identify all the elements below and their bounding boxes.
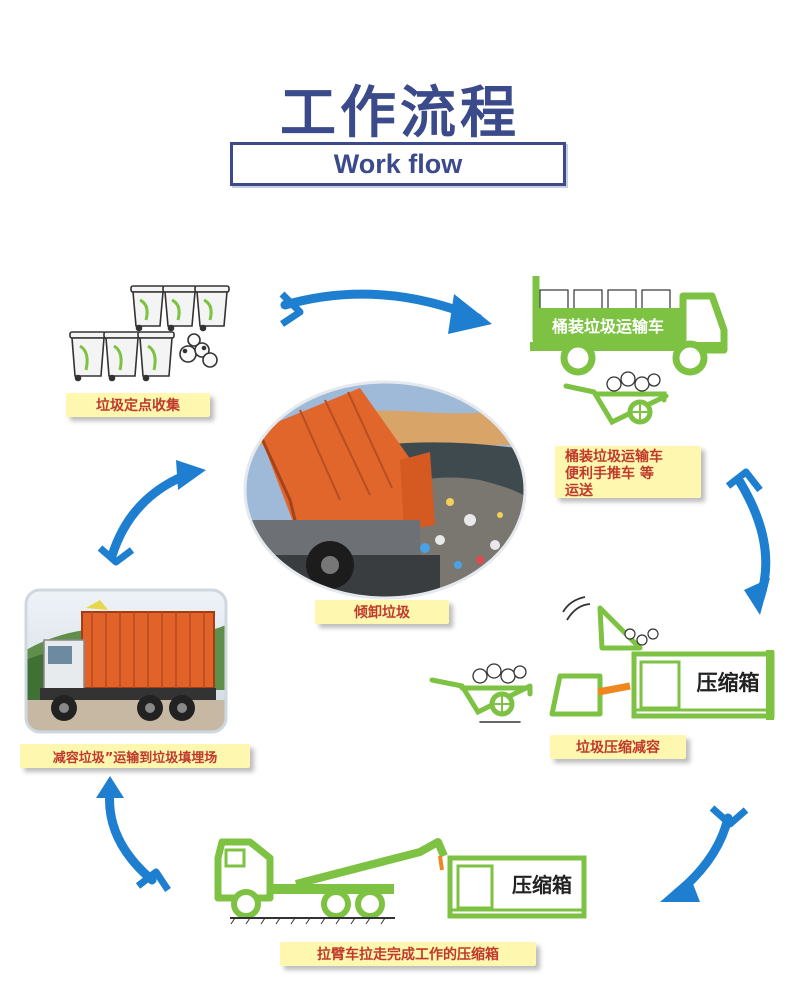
step-label-hook-truck: 拉臂车拉走完成工作的压缩箱 xyxy=(280,942,536,966)
compressor-box-sign: 压缩箱 xyxy=(697,671,760,695)
compressor-illustration: 压缩箱 xyxy=(549,596,775,720)
step-label-transport-line: 桶装垃圾运输车 xyxy=(565,449,663,465)
step-label-collect: 垃圾定点收集 xyxy=(66,393,210,417)
arrow-hook-to-landfill xyxy=(96,776,171,892)
step-label-dump: 倾卸垃圾 xyxy=(315,600,449,624)
bin-icon xyxy=(137,331,175,382)
bin-icon xyxy=(162,285,198,332)
arrow-landfill-to-dump xyxy=(97,460,206,566)
page-subtitle: Work flow xyxy=(230,142,566,186)
bin-icon xyxy=(69,331,107,382)
truck-sign: 桶装垃圾运输车 xyxy=(552,317,664,336)
arrow-collect-to-transport xyxy=(279,289,492,334)
arrow-transport-to-compress xyxy=(725,468,771,615)
bin-icon xyxy=(194,285,230,332)
hook-truck-box-sign: 压缩箱 xyxy=(512,873,572,897)
dumping-photo xyxy=(245,382,525,598)
bin-icon xyxy=(130,285,166,332)
landfill-truck-photo xyxy=(26,590,226,732)
arrow-compress-to-hook xyxy=(660,805,749,902)
step-label-landfill: 减容垃圾”运输到垃圾填埋场 xyxy=(20,744,250,768)
bins-illustration xyxy=(69,285,230,382)
bin-transport-truck: 桶装垃圾运输车 xyxy=(530,276,728,376)
trash-bags-icon xyxy=(179,333,218,368)
step-label-transport: 桶装垃圾运输车 便利手推车 等 运送 xyxy=(555,446,701,499)
bin-icon xyxy=(103,331,141,382)
hook-arm-truck: 压缩箱 xyxy=(214,838,587,925)
hand-cart-icon xyxy=(429,663,533,723)
hand-cart-icon xyxy=(563,371,669,426)
trash-bags-icon xyxy=(624,628,659,646)
page-title: 工作流程 xyxy=(280,81,520,146)
step-label-compress: 垃圾压缩减容 xyxy=(550,735,686,759)
step-label-transport-line: 便利手推车 等 xyxy=(565,466,654,482)
step-label-transport-line: 运送 xyxy=(565,483,593,499)
